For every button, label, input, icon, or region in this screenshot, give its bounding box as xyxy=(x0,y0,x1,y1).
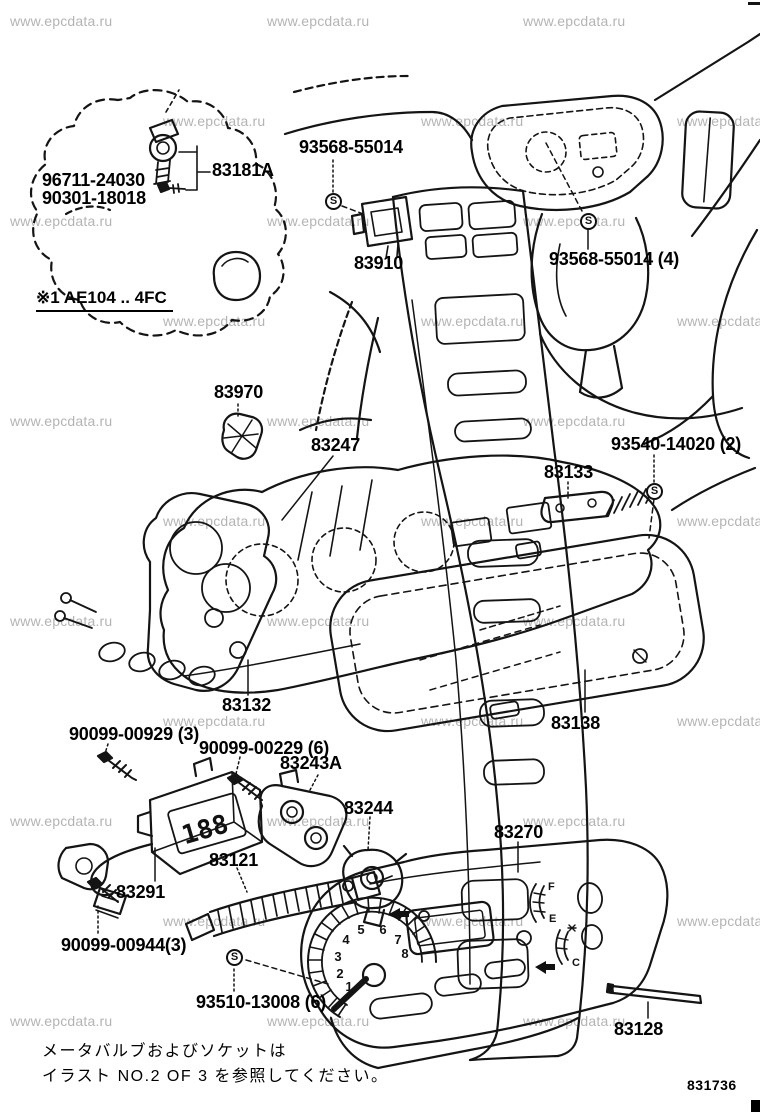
svg-text:E: E xyxy=(549,913,556,925)
svg-text:4: 4 xyxy=(342,932,350,947)
part-label-96711-24030: 96711-24030 xyxy=(42,170,145,190)
connector-83970 xyxy=(221,412,264,460)
watermark: www.epcdata.ru xyxy=(163,113,266,129)
part-label-93568-55014: 93568-55014 xyxy=(299,137,403,157)
footer-note-line2: イラスト NO.2 OF 3 を参照してください。 xyxy=(42,1068,389,1085)
part-label-83128: 83128 xyxy=(614,1019,664,1039)
clock-display: 188 xyxy=(178,809,231,851)
variant-note: ※1 AE104 .. 4FC xyxy=(36,289,173,312)
page-code: 831736 xyxy=(687,1077,737,1093)
small-parts: 188 xyxy=(57,750,408,942)
part-label-90301-18018: 90301-18018 xyxy=(42,188,146,208)
needle-83128 xyxy=(605,982,703,1005)
svg-text:C: C xyxy=(572,957,580,969)
leader-lines xyxy=(97,142,655,1019)
watermark: www.epcdata.ru xyxy=(267,613,370,629)
clock-83291: 188 xyxy=(57,756,264,919)
watermark: www.epcdata.ru xyxy=(10,1013,113,1029)
part-label-83247: 83247 xyxy=(311,435,361,455)
screw-marker-icon: S xyxy=(325,193,342,210)
watermark: www.epcdata.ru xyxy=(677,913,760,929)
footer-note-line1: メータバルブおよびソケットは xyxy=(42,1043,288,1060)
watermark: www.epcdata.ru xyxy=(163,913,266,929)
watermark: www.epcdata.ru xyxy=(523,813,626,829)
socket-83244 xyxy=(342,844,408,928)
watermark: www.epcdata.ru xyxy=(523,13,626,29)
watermark: www.epcdata.ru xyxy=(267,1013,370,1029)
watermark: www.epcdata.ru xyxy=(163,313,266,329)
meter-face-83270: 1 2 3 4 5 6 7 8 xyxy=(300,838,703,1070)
part-label-83121: 83121 xyxy=(209,850,259,870)
watermark: www.epcdata.ru xyxy=(421,513,524,529)
svg-text:8: 8 xyxy=(401,946,408,961)
cluster-lens-83138 xyxy=(329,533,705,733)
part-label-83291: 83291 xyxy=(116,882,166,902)
watermark: www.epcdata.ru xyxy=(677,113,760,129)
part-label-83270: 83270 xyxy=(494,822,544,842)
watermark: www.epcdata.ru xyxy=(421,313,524,329)
watermark: www.epcdata.ru xyxy=(163,713,266,729)
watermark: www.epcdata.ru xyxy=(523,213,626,229)
part-label-90099-00929: 90099-00929 (3) xyxy=(69,724,200,744)
socket-83243a xyxy=(257,768,348,868)
watermark: www.epcdata.ru xyxy=(10,13,113,29)
part-label-90099-00229: 90099-00229 (6) xyxy=(199,738,330,758)
svg-text:F: F xyxy=(548,881,555,893)
watermark: www.epcdata.ru xyxy=(677,713,760,729)
cluster-case-83132 xyxy=(54,492,278,692)
part-label-83133: 83133 xyxy=(544,462,594,482)
watermark: www.epcdata.ru xyxy=(421,713,524,729)
crop-mark-top xyxy=(748,2,760,5)
watermark: www.epcdata.ru xyxy=(10,813,113,829)
tachometer-numbers: 1 2 3 4 5 6 7 8 xyxy=(334,922,408,994)
svg-text:6: 6 xyxy=(379,922,386,937)
watermark: www.epcdata.ru xyxy=(267,213,370,229)
part-label-83138: 83138 xyxy=(551,713,601,733)
watermark: www.epcdata.ru xyxy=(677,513,760,529)
part-label-93510-13008: 93510-13008 (6) xyxy=(196,992,327,1012)
part-label-83132: 83132 xyxy=(222,695,272,715)
watermark: www.epcdata.ru xyxy=(421,113,524,129)
switch-83910 xyxy=(350,195,414,259)
temp-gauge: C xyxy=(555,924,580,969)
screw-marker-icon: S xyxy=(580,213,597,230)
part-label-93568-55014-4: 93568-55014 (4) xyxy=(549,249,680,269)
engine-outline xyxy=(29,89,287,337)
svg-text:5: 5 xyxy=(357,922,364,937)
watermark: www.epcdata.ru xyxy=(267,13,370,29)
screw-marker-icon: S xyxy=(226,949,243,966)
svg-text:2: 2 xyxy=(336,966,343,981)
part-label-83910: 83910 xyxy=(354,253,404,273)
part-label-83244: 83244 xyxy=(344,798,394,818)
part-label-83181a: 83181A xyxy=(212,160,274,180)
center-console xyxy=(350,186,589,1062)
part-label-83970: 83970 xyxy=(214,382,264,402)
part-label-90099-00944: 90099-00944(3) xyxy=(61,935,187,955)
screw-marker-icon: S xyxy=(646,483,663,500)
svg-text:7: 7 xyxy=(394,932,401,947)
corner-mark xyxy=(751,1100,760,1112)
cable-83121 xyxy=(184,870,393,942)
cluster-housing xyxy=(159,412,662,694)
svg-text:3: 3 xyxy=(334,949,341,964)
bracket-83133 xyxy=(540,490,614,524)
svg-text:1: 1 xyxy=(345,979,352,994)
watermark: www.epcdata.ru xyxy=(10,413,113,429)
watermark: www.epcdata.ru xyxy=(677,313,760,329)
part-label-93540-14020: 93540-14020 (2) xyxy=(611,434,742,454)
part-label-83243a: 83243A xyxy=(280,753,342,773)
watermark: www.epcdata.ru xyxy=(523,413,626,429)
fuel-gauge: F E xyxy=(529,881,556,925)
